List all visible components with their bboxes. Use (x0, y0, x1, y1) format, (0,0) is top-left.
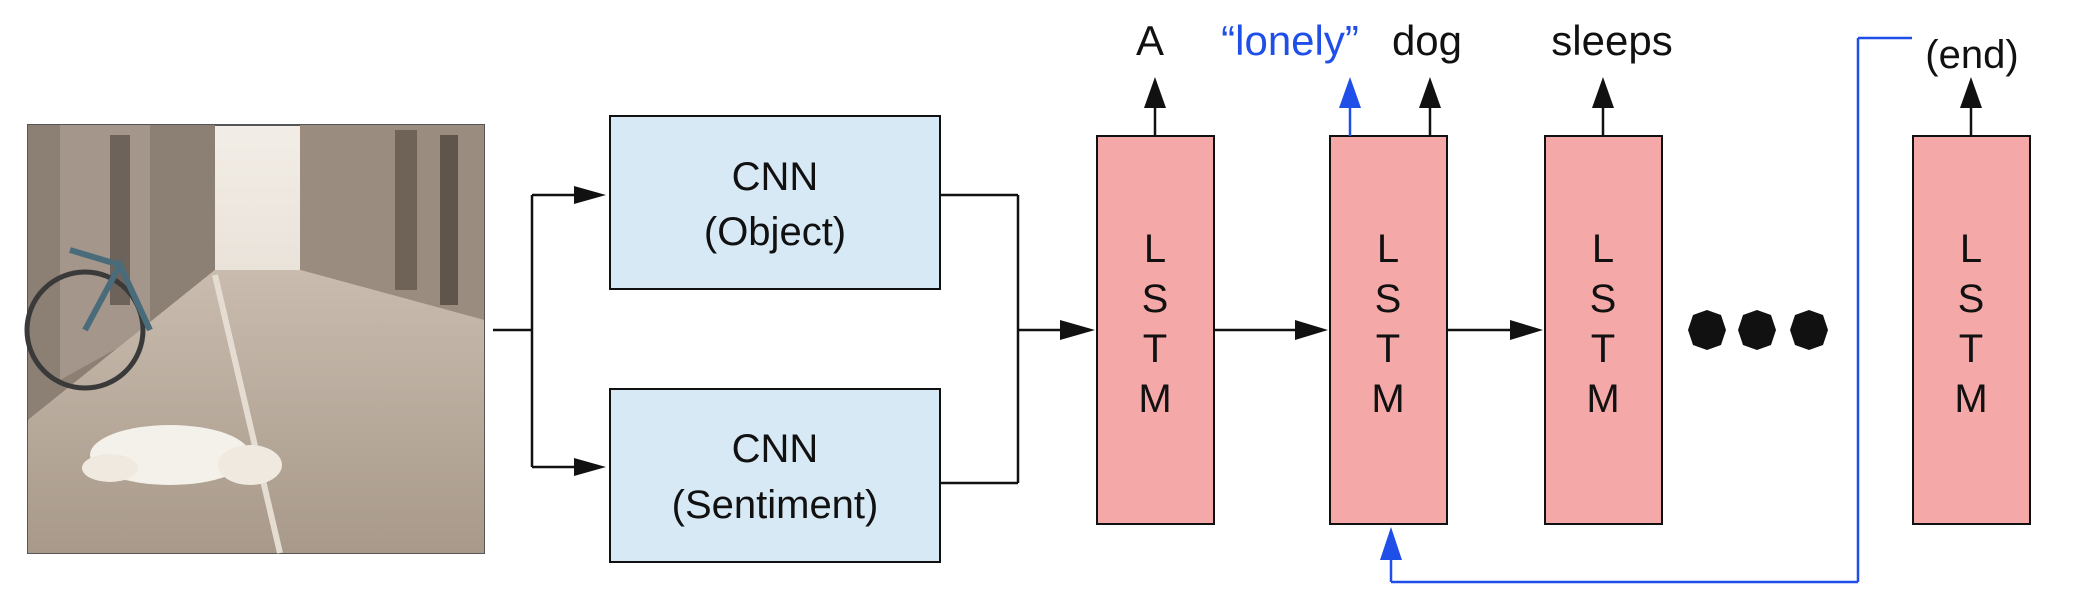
ellipsis-dot-2 (1738, 310, 1776, 350)
output-word-a: A (1136, 17, 1164, 64)
lstm-final-letter-l: L (1960, 227, 1982, 271)
input-photo (24, 124, 485, 554)
cnn-sentiment-title: CNN (732, 427, 819, 471)
lstm-3-letter-s: S (1590, 277, 1617, 321)
lstm-final-letter-t: T (1959, 327, 1983, 371)
arrowhead-output-lonely (1339, 77, 1361, 108)
lstm-2-letter-t: T (1376, 327, 1400, 371)
ellipsis-dot-3 (1790, 310, 1828, 350)
lstm-1-letter-t: T (1143, 327, 1167, 371)
output-word-lonely: “lonely” (1221, 17, 1359, 64)
output-word-dog: dog (1392, 17, 1462, 64)
cnn-object-subtitle: (Object) (704, 210, 846, 254)
arrowhead-output-a (1144, 77, 1166, 108)
cnn-object-title: CNN (732, 155, 819, 199)
arrowhead-to-lstm-3 (1510, 320, 1543, 340)
input-connectors (493, 193, 574, 469)
lstm-final-letter-s: S (1958, 277, 1985, 321)
lstm-cell-2: L S T M (1329, 135, 1448, 525)
cnn-sentiment-box: CNN (Sentiment) (609, 388, 941, 563)
lstm-2-letter-s: S (1375, 277, 1402, 321)
arrowhead-output-sleeps (1592, 77, 1614, 108)
arrowhead-to-cnn-sentiment (574, 458, 606, 476)
lstm-1-letter-l: L (1144, 227, 1166, 271)
lstm-2-letter-l: L (1377, 227, 1399, 271)
cnn-sentiment-subtitle: (Sentiment) (672, 483, 879, 527)
feedback-loop-line (1389, 36, 1912, 584)
lstm-cell-3: L S T M (1544, 135, 1663, 525)
output-arrows (1153, 105, 1973, 136)
cnn-merge-connectors (940, 193, 1060, 485)
output-word-sleeps: sleeps (1551, 17, 1672, 64)
lstm-3-letter-t: T (1591, 327, 1615, 371)
lstm-1-letter-m: M (1138, 377, 1171, 421)
lstm-3-letter-l: L (1592, 227, 1614, 271)
lstm-2-letter-m: M (1371, 377, 1404, 421)
arrowhead-feedback (1380, 527, 1402, 560)
arrowhead-output-end (1960, 77, 1982, 108)
arrowhead-output-dog (1419, 77, 1441, 108)
lstm-1-letter-s: S (1142, 277, 1169, 321)
cnn-object-box: CNN (Object) (609, 115, 941, 290)
lstm-3-letter-m: M (1586, 377, 1619, 421)
lstm-final-letter-m: M (1954, 377, 1987, 421)
output-word-end: (end) (1925, 33, 2018, 77)
lstm-cell-1: L S T M (1096, 135, 1215, 525)
ellipsis-icon (1688, 310, 1828, 350)
lstm-cell-final: L S T M (1912, 135, 2031, 525)
arrowhead-to-cnn-object (574, 186, 606, 204)
ellipsis-dot-1 (1688, 310, 1726, 350)
arrowhead-to-lstm-2 (1295, 320, 1328, 340)
arrowhead-to-lstm-1 (1060, 320, 1095, 340)
